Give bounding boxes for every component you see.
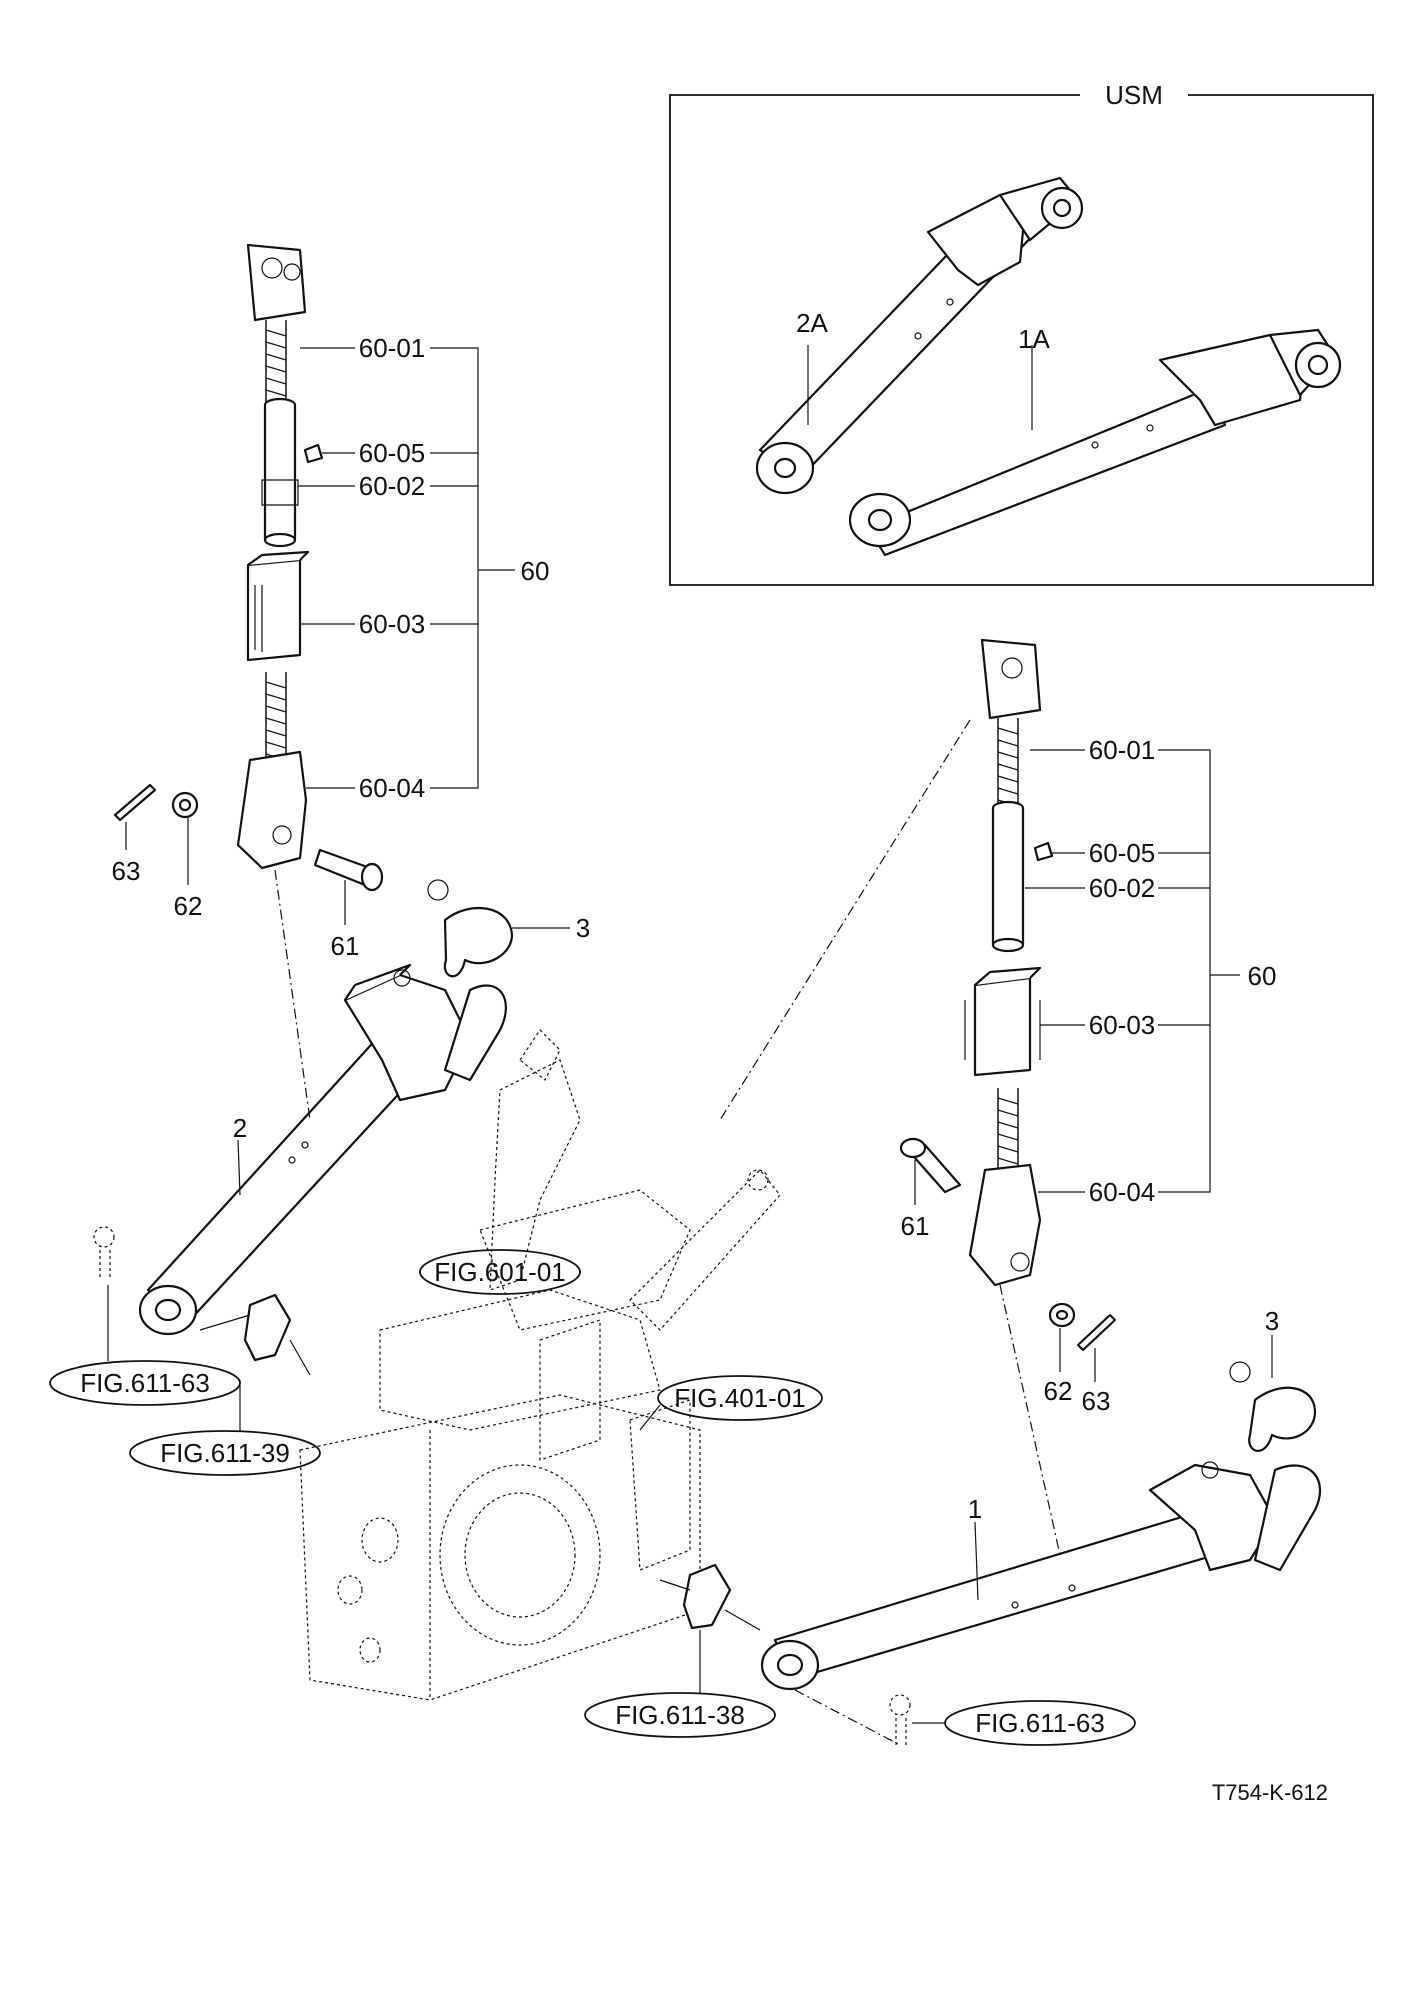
right-label-63: 63 (1082, 1386, 1111, 1416)
right-arm-pin-line (794, 1689, 901, 1746)
right-label-60-01: 60-01 (1089, 735, 1156, 765)
left-label-60-01: 60-01 (359, 333, 426, 363)
right-label-arm-1: 1 (968, 1494, 982, 1524)
arm-1a-drawing (848, 328, 1342, 557)
right-label-3: 3 (1265, 1306, 1279, 1336)
left-label-63: 63 (112, 856, 141, 886)
fig-401-01-label[interactable]: FIG.401-01 (674, 1383, 806, 1413)
fig-611-39-oval[interactable] (129, 1430, 321, 1476)
right-top-link-parts (899, 638, 1317, 1452)
right-label-60-03: 60-03 (1089, 1010, 1156, 1040)
left-label-62: 62 (174, 891, 203, 921)
left-label-60-02: 60-02 (359, 471, 426, 501)
left-label-60-03: 60-03 (359, 609, 426, 639)
left-top-link-parts (113, 243, 514, 978)
left-label-60-05: 60-05 (359, 438, 426, 468)
figure-references: FIG.601-01 FIG.611-63 FIG.611-39 FIG.401… (49, 1249, 1136, 1746)
inset-label-2a: 2A (796, 308, 828, 338)
usm-inset: USM 2A 1A (669, 80, 1374, 586)
fig-611-38-label[interactable]: FIG.611-38 (615, 1700, 745, 1730)
left-label-61: 61 (331, 931, 360, 961)
fig-611-39-label[interactable]: FIG.611-39 (160, 1438, 290, 1468)
inset-title: USM (1105, 80, 1163, 110)
right-label-60-05: 60-05 (1089, 838, 1156, 868)
left-centerline (274, 869, 311, 1121)
left-callout-labels: 60-01 60-05 60-02 60-03 60-04 60 63 62 6… (112, 333, 591, 961)
right-label-60: 60 (1248, 961, 1277, 991)
right-label-60-02: 60-02 (1089, 873, 1156, 903)
fig-611-63-left-label[interactable]: FIG.611-63 (80, 1368, 210, 1398)
fig-611-63-right-label[interactable]: FIG.611-63 (975, 1708, 1105, 1738)
fig-611-38-oval[interactable] (584, 1692, 776, 1738)
drawing-code: T754-K-612 (1212, 1780, 1328, 1805)
right-callout-leaders (914, 749, 1273, 1382)
arm-2a-drawing (755, 176, 1084, 495)
diagonal-centerline (719, 719, 971, 1121)
left-label-60-04: 60-04 (359, 773, 426, 803)
left-callout-leaders (125, 347, 570, 929)
inset-label-1a: 1A (1018, 324, 1050, 354)
right-callout-labels: 60-01 60-05 60-02 60-03 60-04 60 61 62 6… (901, 735, 1280, 1416)
right-lower-arm-drawing (760, 1461, 1321, 1691)
right-label-61: 61 (901, 1211, 930, 1241)
inset-frame (669, 94, 1374, 586)
couplers-drawing (93, 1226, 911, 1748)
left-lower-arm-drawing (138, 963, 507, 1336)
left-label-arm-2: 2 (233, 1113, 247, 1143)
left-label-60: 60 (521, 556, 550, 586)
right-label-62: 62 (1044, 1376, 1073, 1406)
right-label-60-04: 60-04 (1089, 1177, 1156, 1207)
fig-601-01-label[interactable]: FIG.601-01 (434, 1257, 566, 1287)
left-label-3: 3 (576, 913, 590, 943)
right-centerline (999, 1284, 1061, 1556)
fig-401-01-oval[interactable] (657, 1375, 823, 1421)
fig-601-01-oval[interactable] (419, 1249, 581, 1295)
